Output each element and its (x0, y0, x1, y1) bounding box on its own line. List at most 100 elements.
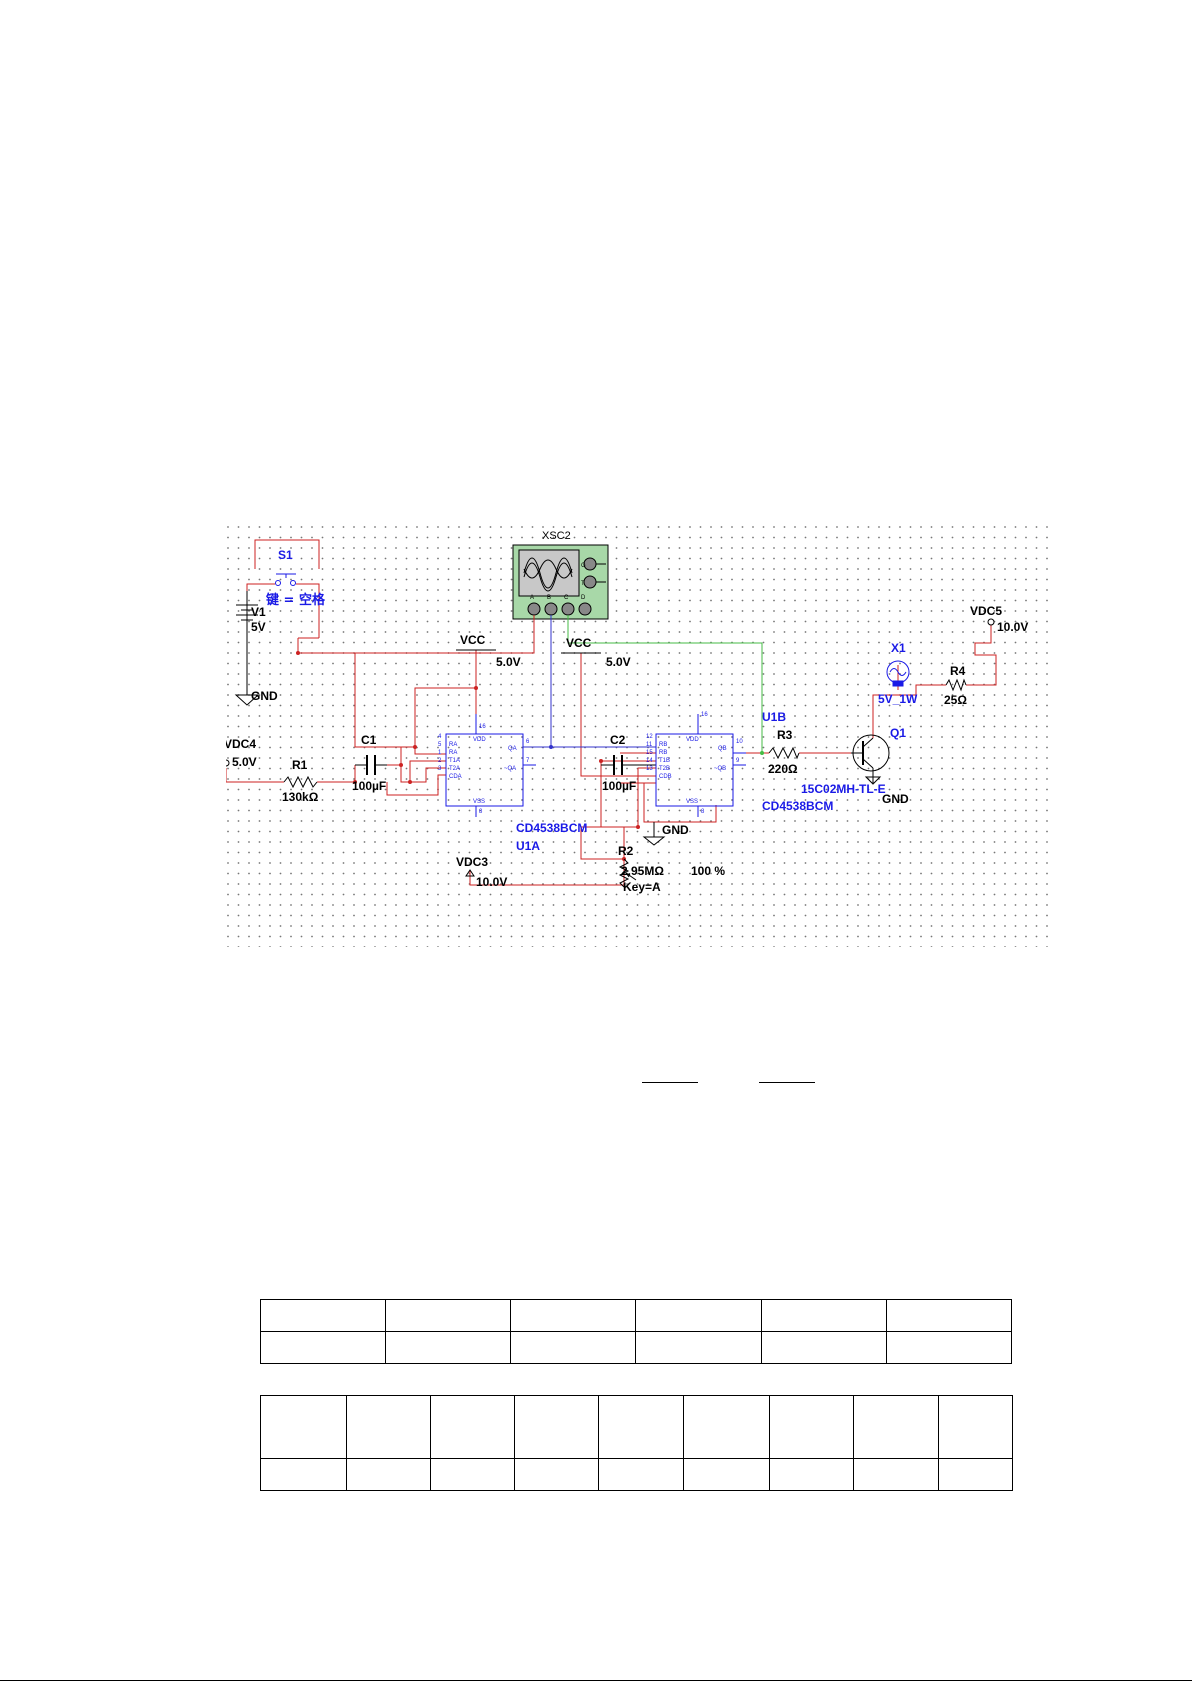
s1-label: S1 (278, 548, 293, 562)
u1b-pin-16: 16 (701, 712, 708, 718)
u1a-pin-3: 3 (438, 766, 442, 772)
u1a-pin-16: 16 (479, 724, 486, 730)
table-cell (430, 1395, 515, 1459)
vdc4-label: VDC4 (226, 737, 256, 751)
c1-value: 100µF (352, 779, 386, 793)
wires-blue (523, 615, 656, 748)
table-cell (259, 1299, 387, 1332)
lamp-x1[interactable] (886, 660, 910, 687)
oscilloscope-xsc2[interactable] (512, 544, 609, 620)
gnd2-label: GND (662, 823, 689, 837)
u1a-cda: CDA (449, 774, 462, 780)
table-cell (760, 1299, 887, 1332)
table-cell (683, 1395, 770, 1459)
u1a-t1a: T1A (449, 758, 460, 764)
table-cell (346, 1395, 431, 1459)
vcc1-value: 5.0V (496, 655, 521, 669)
ic-u1a[interactable] (445, 733, 524, 807)
u1a-nqa: ~QA (504, 766, 516, 772)
u1a-pin-8: 8 (479, 809, 483, 815)
scope-b-label: B (547, 595, 551, 601)
scope-g-label: G (581, 563, 586, 569)
u1a-t2a: T2A (449, 766, 460, 772)
u1b-pin-12: 12 (646, 734, 653, 740)
u1b-nqb: ~QB (714, 766, 726, 772)
u1a-pin-2: 2 (438, 758, 442, 764)
u1a-ra1: RA (449, 742, 457, 748)
u1b-pin-9: 9 (736, 758, 740, 764)
u1b-qb: QB (718, 746, 727, 752)
potentiometer-r2[interactable] (618, 858, 630, 888)
u1b-t2b: T2B (659, 766, 670, 772)
table-row (260, 1395, 1013, 1459)
u1a-part: CD4538BCM (516, 821, 587, 835)
r3-label: R3 (777, 728, 793, 742)
s1-key-label: 键 = 空格 (265, 592, 326, 608)
q1-label: Q1 (890, 726, 906, 740)
battery-v1 (234, 591, 260, 706)
gnd3-label: GND (882, 792, 909, 806)
c2-label: C2 (610, 733, 626, 747)
u1a-vss: VSS (473, 799, 485, 805)
u1b-rb2: RB (659, 750, 667, 756)
grid-background (226, 525, 1054, 947)
u1b-rb1: RB (659, 742, 667, 748)
u1b-pin-11: 11 (646, 742, 653, 748)
table-cell (385, 1299, 512, 1332)
ic-u1b-pins (697, 714, 746, 817)
ic-u1b[interactable] (655, 733, 734, 807)
vcc2-label: VCC (566, 636, 592, 650)
vdc5-label: VDC5 (970, 604, 1002, 618)
table-cell (514, 1395, 599, 1459)
vdc4-source (226, 759, 230, 767)
table-cell (385, 1331, 512, 1364)
table-cell (938, 1395, 1013, 1459)
u1a-pin-6: 6 (526, 739, 530, 745)
u1b-part: CD4538BCM (762, 799, 833, 813)
table-cell (769, 1395, 854, 1459)
page-footer-rule (0, 1680, 1192, 1681)
table-cell (885, 1299, 1013, 1332)
table-cell (259, 1331, 387, 1364)
table-cell (760, 1331, 887, 1364)
c2-value: 100µF (602, 779, 636, 793)
u1a-qa: QA (508, 746, 517, 752)
scope-t-label: T (581, 581, 585, 587)
u1a-vdd: VDD (473, 737, 486, 743)
u1b-cdb: CDB (659, 774, 672, 780)
u1b-pin-14: 14 (646, 758, 653, 764)
table-cell (598, 1458, 684, 1491)
v1-label: V1 (251, 605, 266, 619)
vcc1-label: VCC (460, 633, 486, 647)
wires-green (567, 615, 763, 753)
table-cell (885, 1331, 1013, 1364)
r1-label: R1 (292, 758, 308, 772)
u1b-pin-10: 10 (736, 739, 743, 745)
table-cell (635, 1299, 762, 1332)
circuit-schematic: XSC2 G T A B C D (226, 525, 1054, 947)
gnd1-label: GND (251, 689, 278, 703)
table-row (259, 1299, 1013, 1332)
vcc2-value: 5.0V (606, 655, 631, 669)
table-cell (938, 1458, 1013, 1491)
ground-2 (642, 822, 666, 846)
ic-u1a-pins (475, 714, 536, 817)
x1-label: X1 (891, 641, 906, 655)
xsc2-label: XSC2 (542, 530, 571, 542)
blank-underline-1 (642, 1082, 698, 1083)
transistor-q1 (851, 734, 890, 785)
table-cell (598, 1395, 684, 1459)
u1a-pin-5: 5 (438, 742, 442, 748)
scope-d-label: D (581, 595, 586, 601)
r2-percent: 100 % (691, 864, 725, 878)
table-cell (769, 1458, 854, 1491)
r2-value: 2.95MΩ (621, 864, 664, 878)
table-row (260, 1458, 1013, 1491)
vdc3-source (465, 869, 475, 877)
switch-s1[interactable] (275, 573, 297, 586)
capacitor-c1 (355, 755, 387, 775)
u1a-label: U1A (516, 839, 540, 853)
u1b-pin-8: 8 (701, 809, 705, 815)
u1a-pin-1: 1 (438, 750, 442, 756)
c1-label: C1 (361, 733, 377, 747)
